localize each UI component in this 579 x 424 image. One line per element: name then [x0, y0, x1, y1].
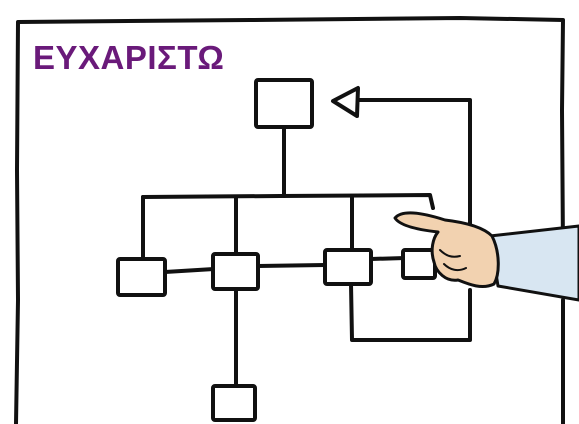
thank-you-title: ΕΥΧΑΡΙΣΤΩ — [33, 39, 225, 76]
connector-return-line — [356, 98, 472, 252]
connector-left-center — [163, 267, 216, 274]
bottom-box — [211, 384, 257, 422]
hand-sleeve — [488, 224, 579, 302]
left-box — [116, 257, 167, 297]
frame-border — [14, 16, 565, 424]
top-box — [254, 78, 314, 129]
connector-right-small — [369, 256, 407, 261]
center-box — [211, 252, 260, 291]
connector-feedback-loop — [349, 282, 472, 342]
small-right-box — [401, 248, 437, 280]
pointing-hand-icon — [393, 211, 579, 302]
hand-knuckle-lines — [439, 249, 467, 272]
hand-skin — [393, 211, 500, 288]
connector-center-right — [256, 263, 327, 268]
connector-bus — [141, 193, 435, 210]
arrowhead-icon — [331, 86, 360, 118]
right-box — [323, 248, 373, 286]
